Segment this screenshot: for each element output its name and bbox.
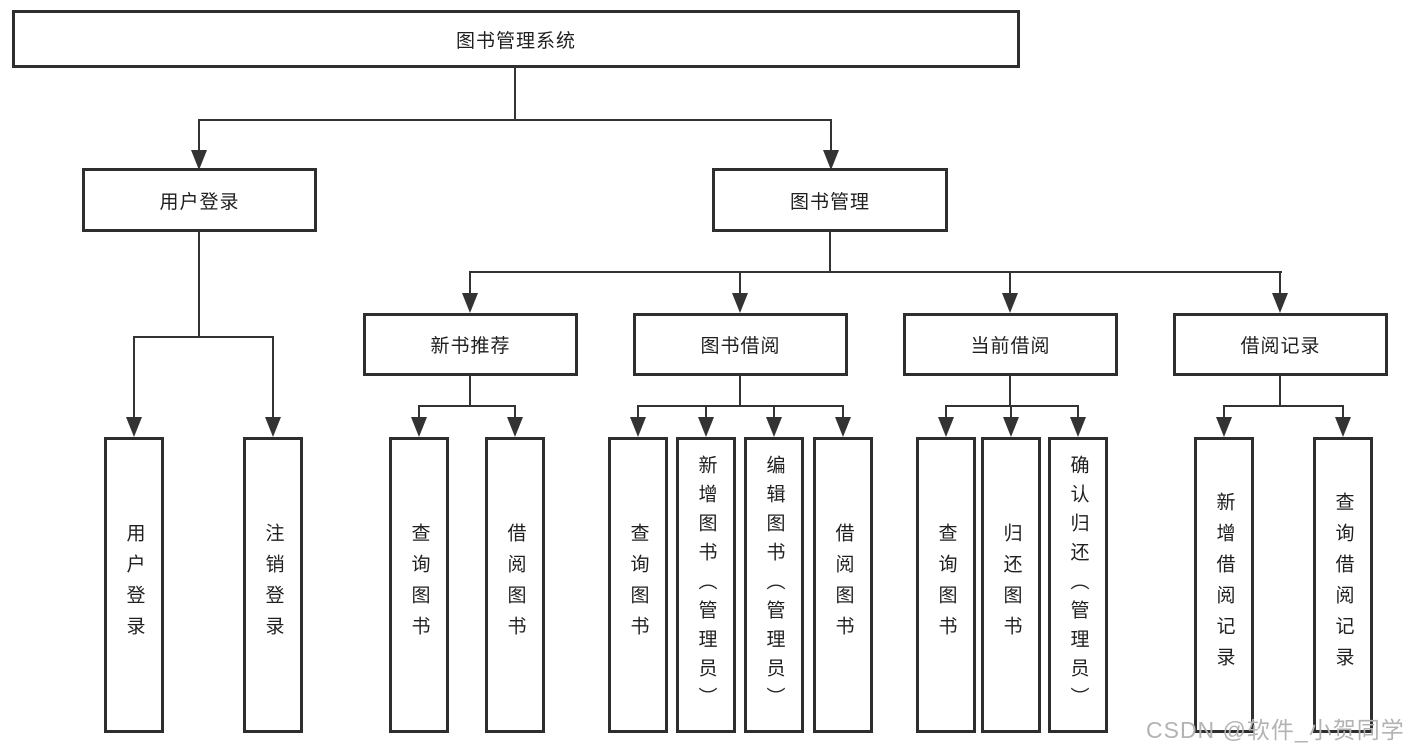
arrowhead-icon — [191, 150, 207, 170]
arrowhead-icon — [126, 417, 142, 437]
leaf-book-borrow-borrow: 借阅图书 — [813, 437, 873, 733]
leaf-current-return: 归还图书 — [981, 437, 1041, 733]
connector-line — [1342, 405, 1344, 419]
leaf-new-book-query-label: 查询图书 — [408, 523, 430, 647]
leaf-book-borrow-edit: 编辑图书（管理员） — [744, 437, 804, 733]
leaf-logout-label: 注销登录 — [262, 523, 284, 647]
arrowhead-icon — [507, 417, 523, 437]
leaf-logout: 注销登录 — [243, 437, 303, 733]
arrowhead-icon — [823, 150, 839, 170]
arrowhead-icon — [766, 417, 782, 437]
leaf-book-borrow-borrow-label: 借阅图书 — [832, 523, 854, 647]
connector-line — [1077, 405, 1079, 419]
connector-line — [514, 66, 516, 120]
csdn-watermark: CSDN @软件_小贺同学 — [1146, 717, 1405, 743]
arrowhead-icon — [1335, 417, 1351, 437]
arrowhead-icon — [1272, 293, 1288, 313]
arrowhead-icon — [835, 417, 851, 437]
connector-line — [198, 119, 200, 152]
arrowhead-icon — [411, 417, 427, 437]
leaf-book-borrow-edit-label: 编辑图书（管理员） — [763, 454, 785, 716]
connector-line — [829, 231, 831, 272]
connector-line — [514, 405, 516, 419]
connector-line — [133, 336, 135, 419]
arrowhead-icon — [630, 417, 646, 437]
connector-line — [739, 271, 741, 295]
leaf-current-query: 查询图书 — [916, 437, 976, 733]
connector-line — [1009, 375, 1011, 406]
connector-line — [945, 405, 947, 419]
arrowhead-icon — [462, 293, 478, 313]
connector-line — [1279, 271, 1281, 295]
node-user-login-label: 用户登录 — [159, 191, 240, 213]
arrowhead-icon — [698, 417, 714, 437]
connector-line — [739, 375, 741, 406]
connector-line — [830, 119, 832, 152]
connector-line — [637, 405, 639, 419]
connector-line — [705, 405, 707, 419]
arrowhead-icon — [1070, 417, 1086, 437]
leaf-current-query-label: 查询图书 — [935, 523, 957, 647]
leaf-records-add: 新增借阅记录 — [1194, 437, 1254, 733]
arrowhead-icon — [1216, 417, 1232, 437]
leaf-current-return-label: 归还图书 — [1000, 523, 1022, 647]
connector-line — [272, 336, 274, 419]
arrowhead-icon — [265, 417, 281, 437]
node-new-book-recommend: 新书推荐 — [363, 313, 578, 376]
node-root: 图书管理系统 — [12, 10, 1020, 68]
node-book-management-label: 图书管理 — [789, 191, 870, 213]
connector-line — [1223, 405, 1225, 419]
node-root-label: 图书管理系统 — [455, 30, 576, 52]
leaf-user-login-label: 用户登录 — [123, 523, 145, 647]
node-book-borrow-label: 图书借阅 — [700, 336, 781, 357]
connector-line — [469, 375, 471, 406]
leaf-new-book-borrow-label: 借阅图书 — [504, 523, 526, 647]
connector-line — [773, 405, 775, 419]
arrowhead-icon — [732, 293, 748, 313]
leaf-book-borrow-add: 新增图书（管理员） — [676, 437, 736, 733]
connector-line — [198, 231, 200, 337]
arrowhead-icon — [1002, 293, 1018, 313]
leaf-current-confirm-label: 确认归还（管理员） — [1067, 454, 1089, 716]
node-current-borrow: 当前借阅 — [903, 313, 1118, 376]
connector-line — [842, 405, 844, 419]
connector-line — [1009, 271, 1011, 295]
arrowhead-icon — [938, 417, 954, 437]
leaf-book-borrow-add-label: 新增图书（管理员） — [695, 454, 717, 716]
node-current-borrow-label: 当前借阅 — [970, 336, 1051, 357]
leaf-book-borrow-query: 查询图书 — [608, 437, 668, 733]
connector-line — [945, 405, 1079, 407]
connector-line — [1223, 405, 1344, 407]
leaf-records-add-label: 新增借阅记录 — [1213, 492, 1235, 678]
node-borrow-records-label: 借阅记录 — [1240, 336, 1321, 357]
leaf-new-book-borrow: 借阅图书 — [485, 437, 545, 733]
leaf-book-borrow-query-label: 查询图书 — [627, 523, 649, 647]
leaf-current-confirm: 确认归还（管理员） — [1048, 437, 1108, 733]
node-borrow-records: 借阅记录 — [1173, 313, 1388, 376]
leaf-records-query-label: 查询借阅记录 — [1332, 492, 1354, 678]
node-new-book-recommend-label: 新书推荐 — [430, 336, 511, 357]
arrowhead-icon — [1003, 417, 1019, 437]
connector-line — [1010, 405, 1012, 419]
node-book-management: 图书管理 — [712, 168, 948, 232]
leaf-new-book-query: 查询图书 — [389, 437, 449, 733]
connector-line — [469, 271, 1282, 273]
node-user-login: 用户登录 — [82, 168, 317, 232]
leaf-user-login: 用户登录 — [104, 437, 164, 733]
connector-line — [133, 336, 274, 338]
connector-line — [637, 405, 844, 407]
connector-line — [418, 405, 516, 407]
connector-line — [469, 271, 471, 295]
connector-line — [1279, 375, 1281, 406]
node-book-borrow: 图书借阅 — [633, 313, 848, 376]
connector-line — [198, 119, 832, 121]
leaf-records-query: 查询借阅记录 — [1313, 437, 1373, 733]
connector-line — [418, 405, 420, 419]
